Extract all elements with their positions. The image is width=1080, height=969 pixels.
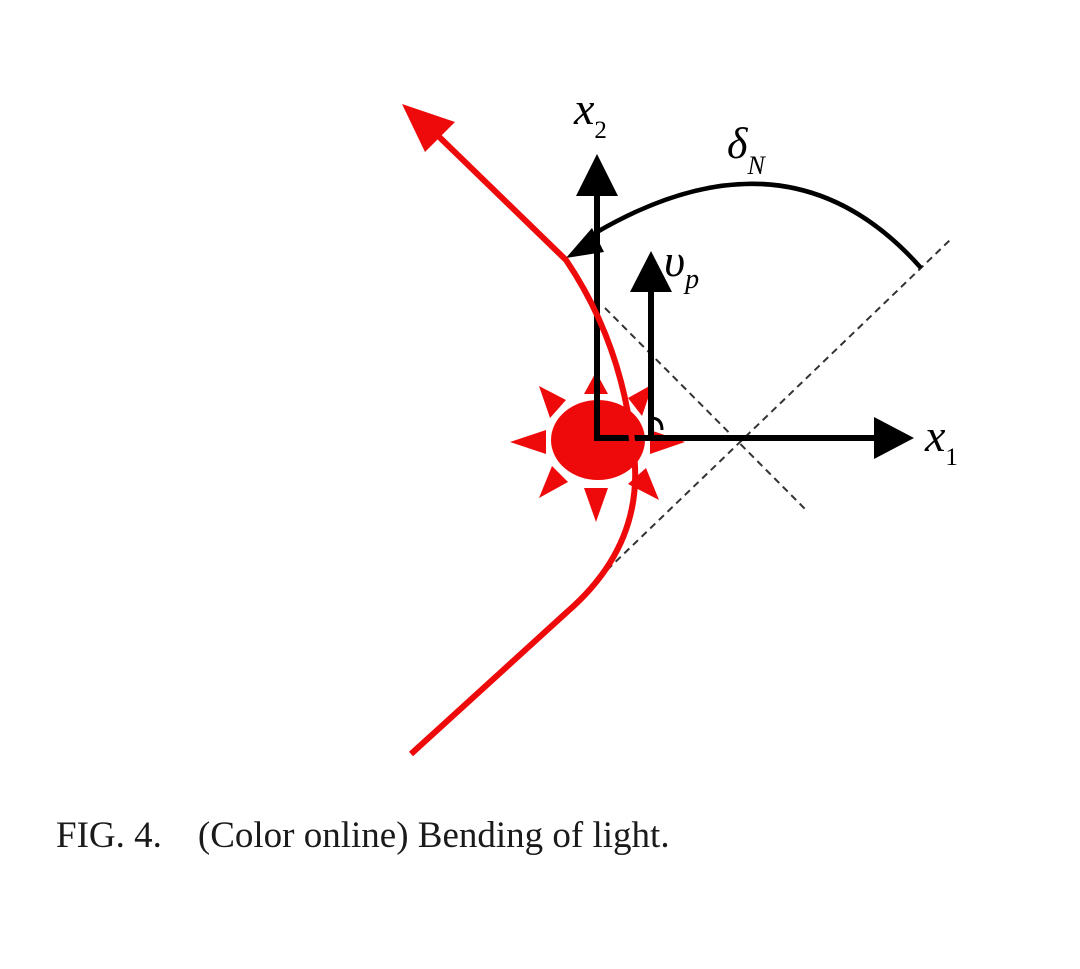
deflection-angle-label: δN [727, 119, 766, 180]
x1-axis-arrowhead [874, 417, 914, 459]
dashed-asymptote-outgoing [606, 239, 951, 571]
light-ray-arrowhead [402, 104, 455, 152]
figure-caption: FIG. 4. (Color online) Bending of light. [56, 814, 670, 858]
x2-axis-label: x2 [573, 83, 607, 144]
star-ray [510, 430, 546, 454]
star-ray [650, 430, 685, 454]
origin-marker [650, 416, 664, 431]
x1-axis-label: x1 [924, 410, 958, 471]
velocity-vector-arrowhead [630, 251, 672, 292]
figure-caption-text: (Color online) Bending of light. [197, 815, 670, 856]
deflection-angle-arc [595, 181, 923, 270]
velocity-label: υp [664, 235, 699, 295]
star-mass [510, 372, 685, 522]
star-ray [628, 468, 659, 500]
star-ray [628, 384, 653, 416]
figure-number: FIG. 4. [56, 815, 162, 856]
light-ray-path [408, 125, 639, 757]
x2-axis-arrowhead [576, 154, 618, 196]
star-ray [584, 488, 608, 522]
star-ray [539, 466, 568, 498]
star-ray [539, 386, 566, 418]
